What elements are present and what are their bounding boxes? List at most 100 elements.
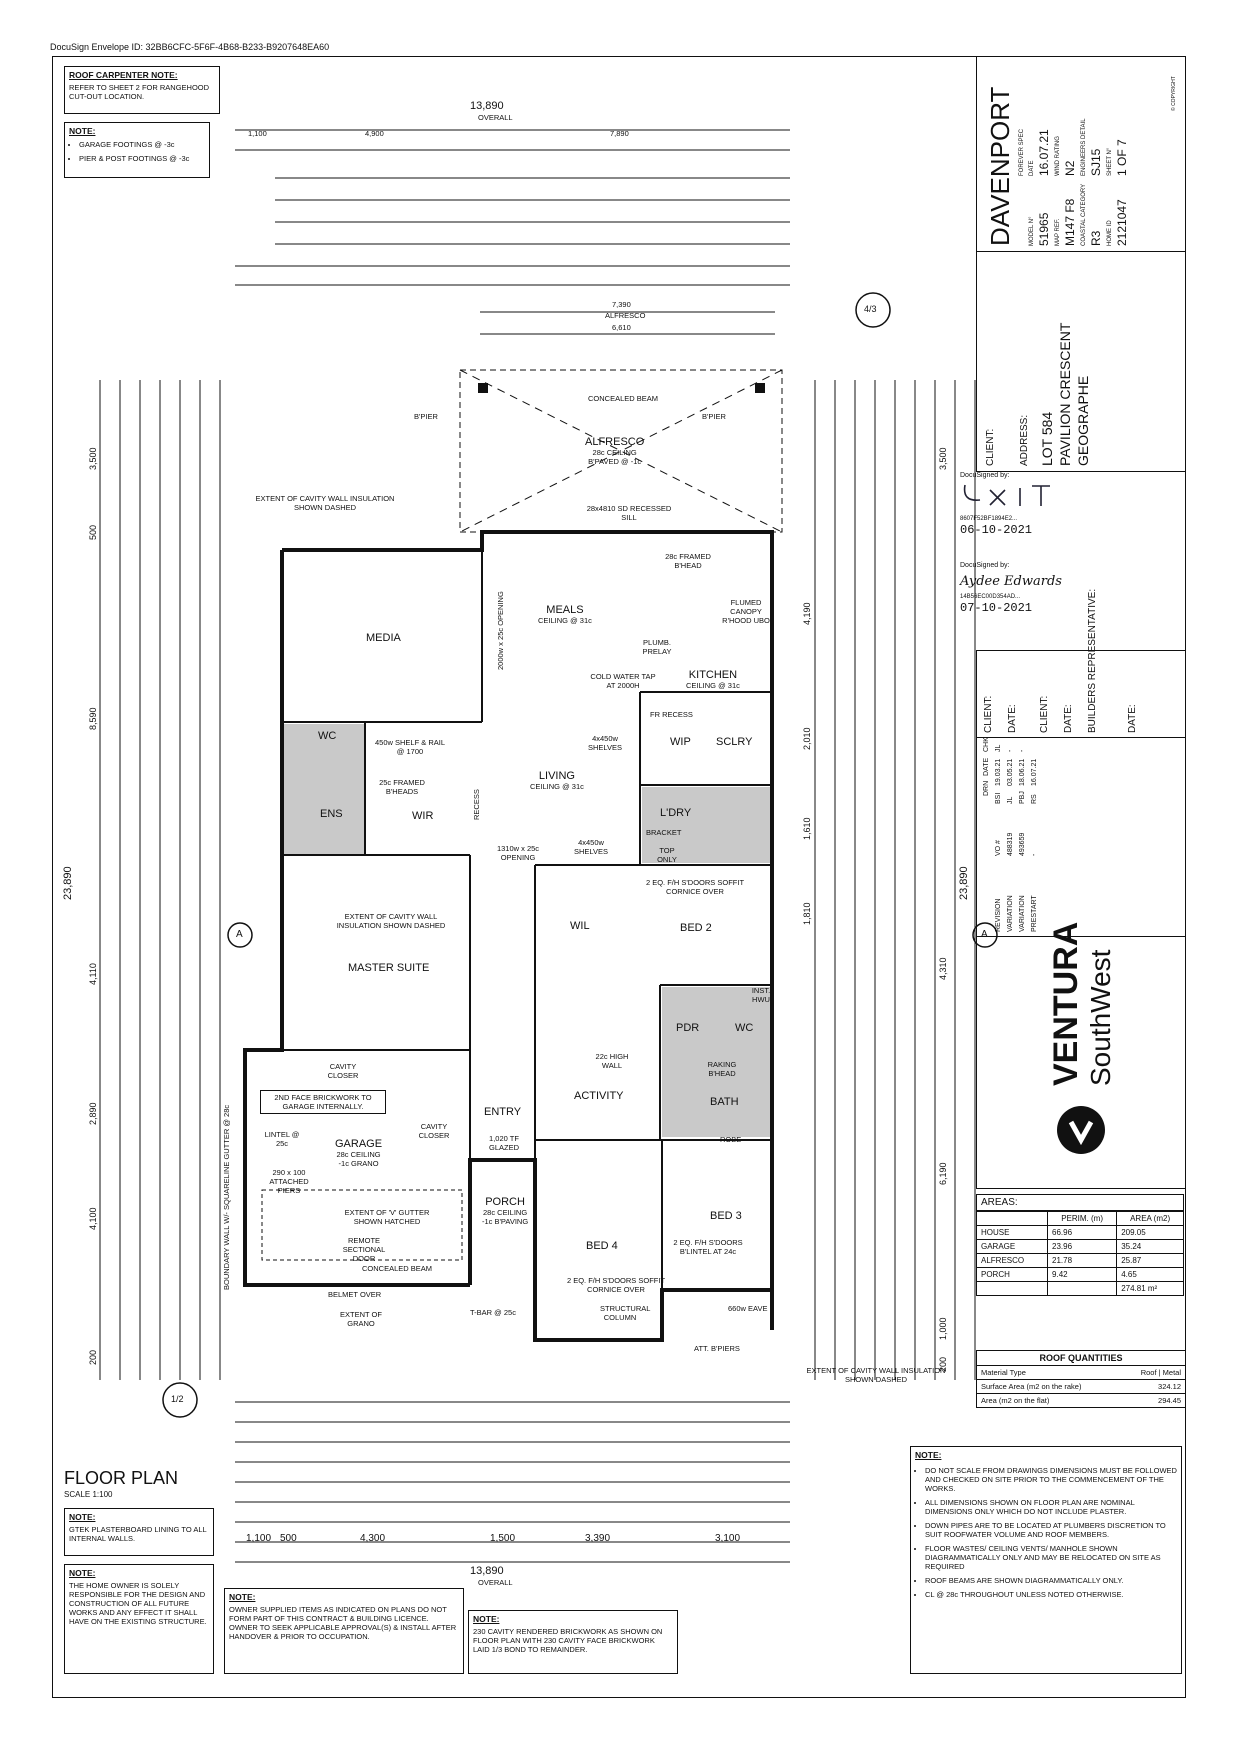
dim-bottom: 1,500 xyxy=(490,1533,516,1544)
room-name: ACTIVITY xyxy=(574,1090,624,1102)
section-a-left xyxy=(227,922,253,948)
note-title: ROOF CARPENTER NOTE: xyxy=(69,70,178,80)
note-body: GTEK PLASTERBOARD LINING TO ALL INTERNAL… xyxy=(69,1525,207,1543)
note-item: GARAGE FOOTINGS @ -3c xyxy=(79,140,209,149)
room-ceiling: 28c CEILING xyxy=(482,1208,528,1217)
plasterboard-note: NOTE: GTEK PLASTERBOARD LINING TO ALL IN… xyxy=(64,1508,214,1556)
framed-bheads-label: 25c FRAMED B'HEADS xyxy=(379,778,425,796)
note-item: ROOF BEAMS ARE SHOWN DIAGRAMMATICALLY ON… xyxy=(925,1576,1181,1585)
cavity-insulation-top: EXTENT OF CAVITY WALL INSULATION SHOWN D… xyxy=(255,494,395,512)
footings-note: NOTE: GARAGE FOOTINGS @ -3c PIER & POST … xyxy=(64,122,210,178)
room-name: WC xyxy=(318,730,337,742)
roof-quantities-title: ROOF QUANTITIES xyxy=(1039,1353,1123,1363)
recessed-sill-label: 28x4810 SD RECESSED SILL xyxy=(586,504,672,522)
alfresco-dim: 7,390 xyxy=(612,300,631,309)
room-bed4: BED 4 xyxy=(586,1240,618,1252)
shelves-label: 4x450w SHELVES xyxy=(587,734,623,752)
note-body: THE HOME OWNER IS SOLELY RESPONSIBLE FOR… xyxy=(69,1581,207,1626)
sign-label: BUILDERS REPRESENTATIVE: xyxy=(1087,588,1098,733)
eave-label: 660w EAVE xyxy=(728,1304,768,1313)
room-name: MEDIA xyxy=(366,632,401,644)
rev-date: 19.03.21 xyxy=(995,758,1002,786)
room-alfresco: ALFRESCO 28c CEILING B'PAVED @ -1c xyxy=(585,436,644,466)
sd-doors-label: 2 EQ. F/H S'DOORS SOFFIT CORNICE OVER xyxy=(645,878,745,896)
dim-bottom: 3,100 xyxy=(715,1533,741,1544)
address-line-2: PAVILION CRESCENT xyxy=(1057,322,1073,466)
coastal-label: COASTAL CATEGORY xyxy=(1081,183,1087,246)
room-floor: -1c GRANO xyxy=(338,1159,379,1168)
model-value: 51965 xyxy=(1037,212,1051,246)
roof-material-label: Material Type xyxy=(981,1368,1026,1377)
room-ceiling: 28c CEILING xyxy=(592,448,637,457)
plan-scale: SCALE 1:100 xyxy=(64,1490,113,1499)
framed-bhead-label: 28c FRAMED B'HEAD xyxy=(665,552,711,570)
room-bed2: BED 2 xyxy=(680,922,712,934)
room-name: ALFRESCO xyxy=(585,436,645,448)
table-row: PORCH 9.42 4.65 xyxy=(975,1267,1184,1282)
areas-header: AREA (m2) xyxy=(1116,1211,1184,1226)
area-value: 4.65 xyxy=(1116,1267,1184,1282)
v-gutter-outline xyxy=(261,1189,463,1261)
roof-carpenter-note: ROOF CARPENTER NOTE: REFER TO SHEET 2 FO… xyxy=(64,66,220,114)
signature-id: 14B56EC00D354AD... xyxy=(960,594,1021,600)
room-activity: ACTIVITY xyxy=(574,1090,624,1102)
roof-flat-value: 294.45 xyxy=(1158,1396,1181,1405)
date-label: DATE xyxy=(1029,160,1035,176)
room-name: KITCHEN xyxy=(688,669,738,681)
map-label: MAP REF. xyxy=(1055,218,1061,246)
rev-name: PRESTART xyxy=(1031,895,1038,932)
room-name: WC xyxy=(735,1022,754,1034)
sign-label: DATE: xyxy=(1007,704,1018,733)
dim-left: 4,110 xyxy=(88,963,98,985)
table-row-total: 274.81 m² xyxy=(975,1281,1184,1296)
dim-bottom: 3,390 xyxy=(585,1533,611,1544)
rev-drn: RS xyxy=(1031,794,1038,804)
area-perim: 21.78 xyxy=(1047,1253,1118,1268)
opening-2000-label: 2000w x 25c OPENING xyxy=(496,591,505,670)
envelope-id: DocuSign Envelope ID: 32BB6CFC-5F6F-4B68… xyxy=(50,42,330,52)
robe-label: ROBE xyxy=(720,1135,742,1144)
wind-value: N2 xyxy=(1063,160,1077,176)
roof-material-value: Roof | Metal xyxy=(1140,1368,1181,1377)
sheet-value: 1 OF 7 xyxy=(1115,139,1129,176)
sign-label: DATE: xyxy=(1063,704,1074,733)
area-name: PORCH xyxy=(975,1267,1049,1282)
lintel-label: LINTEL @ 25c xyxy=(264,1130,300,1148)
coastal-value: R3 xyxy=(1089,230,1103,246)
sheet-label: SHEET N° xyxy=(1107,147,1113,176)
overall-bottom-label: OVERALL xyxy=(478,1578,513,1587)
overall-bottom: 13,890 xyxy=(470,1565,504,1577)
room-ceiling: CEILING @ 31c xyxy=(538,616,592,625)
roof-flat-label: Area (m2 on the flat) xyxy=(981,1396,1050,1405)
hwu-label: INST. HWU xyxy=(751,986,771,1004)
rev-date: 18.06.21 xyxy=(1019,758,1026,786)
rev-vo: 493659 xyxy=(1019,832,1026,856)
room-name: BED 2 xyxy=(680,922,712,934)
sheet-border xyxy=(52,56,1186,1698)
dim-right: 1,810 xyxy=(802,902,812,925)
section-marker-top xyxy=(855,292,891,328)
bpier-left-label: B'PIER xyxy=(414,412,438,421)
signature-name: Aydee Edwards xyxy=(960,574,1062,589)
room-garage: GARAGE 28c CEILING -1c GRANO xyxy=(335,1138,382,1168)
room-name: ENTRY xyxy=(484,1106,522,1118)
room-ensuite: ENS xyxy=(320,808,343,820)
roof-hip-line xyxy=(459,369,783,533)
dim-right: 4,310 xyxy=(938,957,948,980)
note-title: NOTE: xyxy=(229,1592,256,1602)
dim-left: 4,100 xyxy=(88,1207,98,1230)
note-item: ALL DIMENSIONS SHOWN ON FLOOR PLAN ARE N… xyxy=(925,1498,1181,1516)
home-id-label: HOME ID xyxy=(1107,220,1113,246)
table-row: HOUSE 66.96 209.05 xyxy=(975,1225,1184,1240)
room-master-suite: MASTER SUITE xyxy=(348,962,429,974)
section-a-right-label: A xyxy=(981,929,988,940)
area-name: HOUSE xyxy=(975,1225,1049,1240)
overall-left: 23,890 xyxy=(62,866,74,900)
area-value: 35.24 xyxy=(1116,1239,1184,1254)
rev-date: 03.05.21 xyxy=(1007,758,1014,786)
dim-bottom: 1,100 xyxy=(246,1533,272,1544)
tbar-label: T-BAR @ 25c xyxy=(470,1308,516,1317)
alfresco-dim-label: ALFRESCO xyxy=(605,311,646,320)
sign-label: CLIENT: xyxy=(1039,695,1050,733)
section-a-right xyxy=(972,922,998,948)
